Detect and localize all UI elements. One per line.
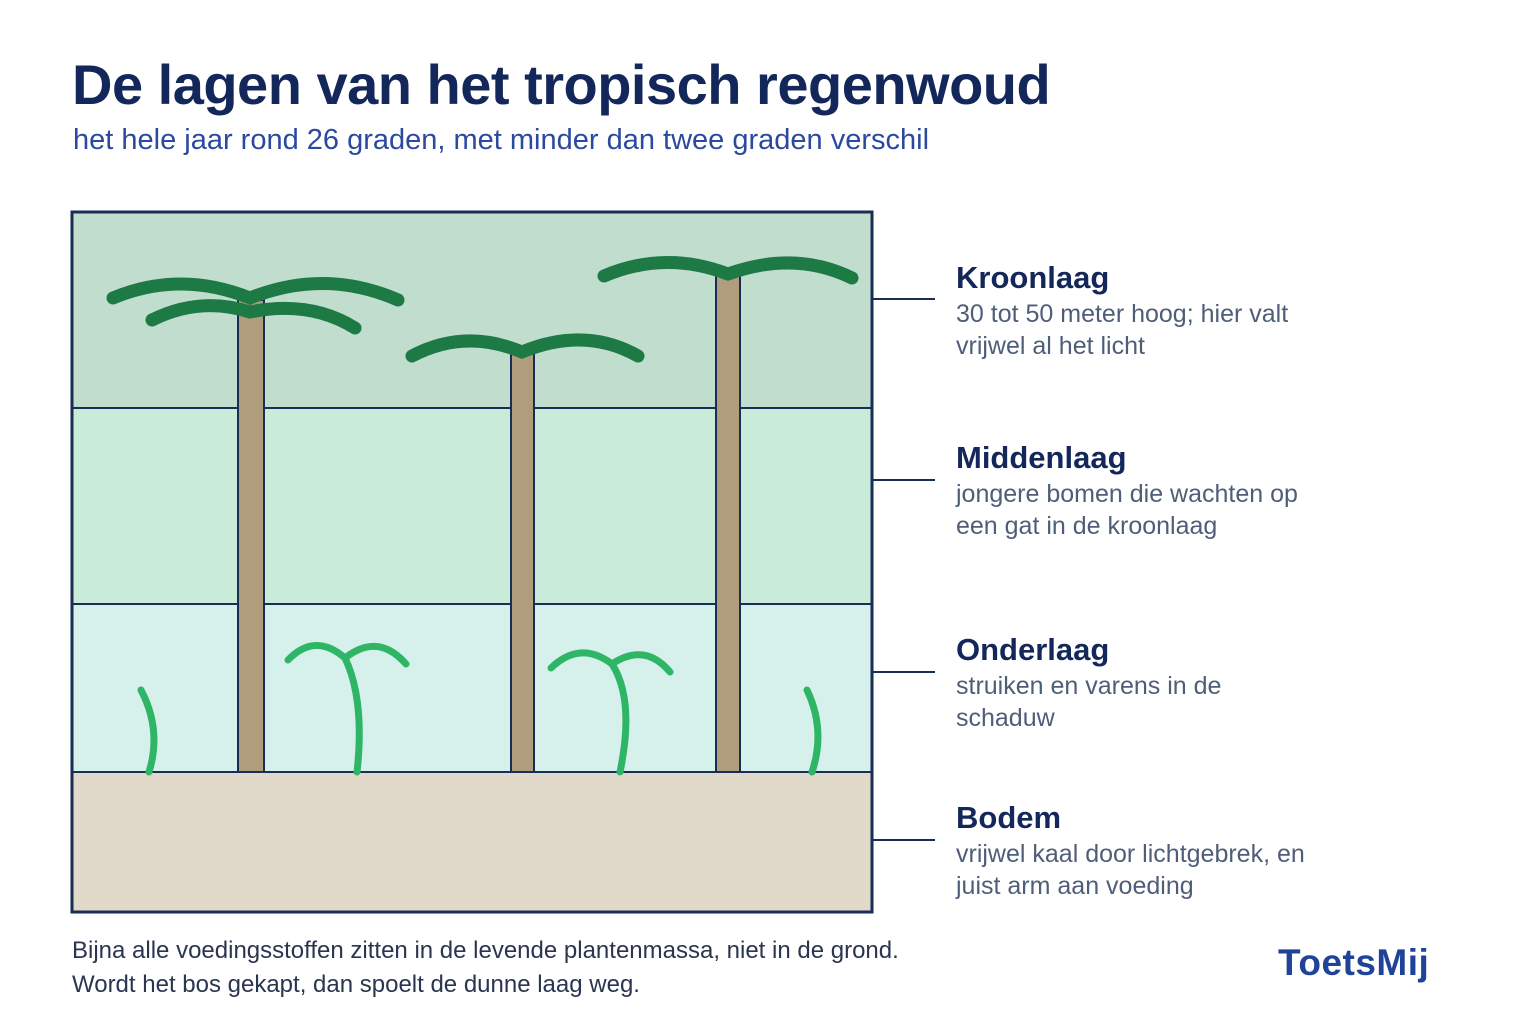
fern xyxy=(137,686,158,776)
layer-description: vrijwel kaal door lichtgebrek, en juist … xyxy=(956,840,1305,900)
layer-name: Bodem xyxy=(956,800,1062,835)
layer-description: 30 tot 50 meter hoog; hier valt vrijwel … xyxy=(956,300,1289,360)
fern xyxy=(608,660,630,776)
fern xyxy=(803,686,822,776)
layer-label-kroonlaag: Kroonlaag 30 tot 50 meter hoog; hier val… xyxy=(956,260,1376,362)
layer-name: Middenlaag xyxy=(956,440,1127,475)
fern xyxy=(341,654,363,776)
fern xyxy=(284,642,410,668)
diagram-frame xyxy=(70,210,874,914)
tree-canopy xyxy=(145,299,362,335)
tree-canopy xyxy=(405,333,645,363)
layer-label-middenlaag: Middenlaag jongere bomen die wachten op … xyxy=(956,440,1376,542)
brand-logo: ToetsMij xyxy=(1278,942,1430,983)
layer-band-middenlaag xyxy=(72,408,872,604)
tree-trunk xyxy=(510,353,535,773)
layer-label-bodem: Bodem vrijwel kaal door lichtgebrek, en … xyxy=(956,800,1376,902)
undergrowth-ferns xyxy=(137,642,822,776)
page-subtitle: het hele jaar rond 26 graden, met minder… xyxy=(73,124,930,156)
tree-trunk xyxy=(715,275,741,773)
tree-trunk xyxy=(237,299,265,773)
layer-name: Kroonlaag xyxy=(956,260,1110,295)
layer-band-bodem xyxy=(72,772,872,912)
page-title: De lagen van het tropisch regenwoud xyxy=(72,53,1051,116)
footnote: Bijna alle voedingsstoffen zitten in de … xyxy=(72,937,899,998)
layer-band-onderlaag xyxy=(72,604,872,772)
tree-canopies xyxy=(106,256,859,363)
layer-label-onderlaag: Onderlaag struiken en varens in de schad… xyxy=(956,632,1376,734)
tree-canopy xyxy=(106,277,405,307)
label-leader-lines xyxy=(872,298,935,841)
layer-description: jongere bomen die wachten op een gat in … xyxy=(956,480,1298,540)
layer-name: Onderlaag xyxy=(956,632,1110,667)
layer-description: struiken en varens in de schaduw xyxy=(956,672,1222,732)
fern xyxy=(547,649,674,676)
tree-canopy xyxy=(597,256,859,285)
